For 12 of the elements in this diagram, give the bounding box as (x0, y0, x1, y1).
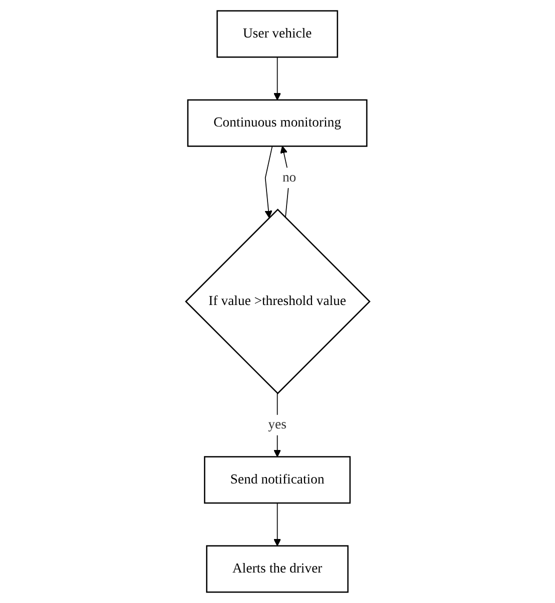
arrow (264, 146, 272, 218)
node-box: User vehicle (216, 10, 338, 58)
arrow (273, 392, 281, 458)
arrow (273, 502, 281, 546)
edge-label: yes (268, 417, 286, 432)
node-diamond: If value >threshold value (184, 208, 370, 394)
node-box: Alerts the driver (206, 545, 348, 593)
node-box: Send notification (204, 456, 350, 504)
arrow (280, 146, 290, 218)
arrow (273, 56, 281, 100)
edge-label: no (282, 170, 296, 185)
node-box: Continuous monitoring (186, 99, 368, 147)
